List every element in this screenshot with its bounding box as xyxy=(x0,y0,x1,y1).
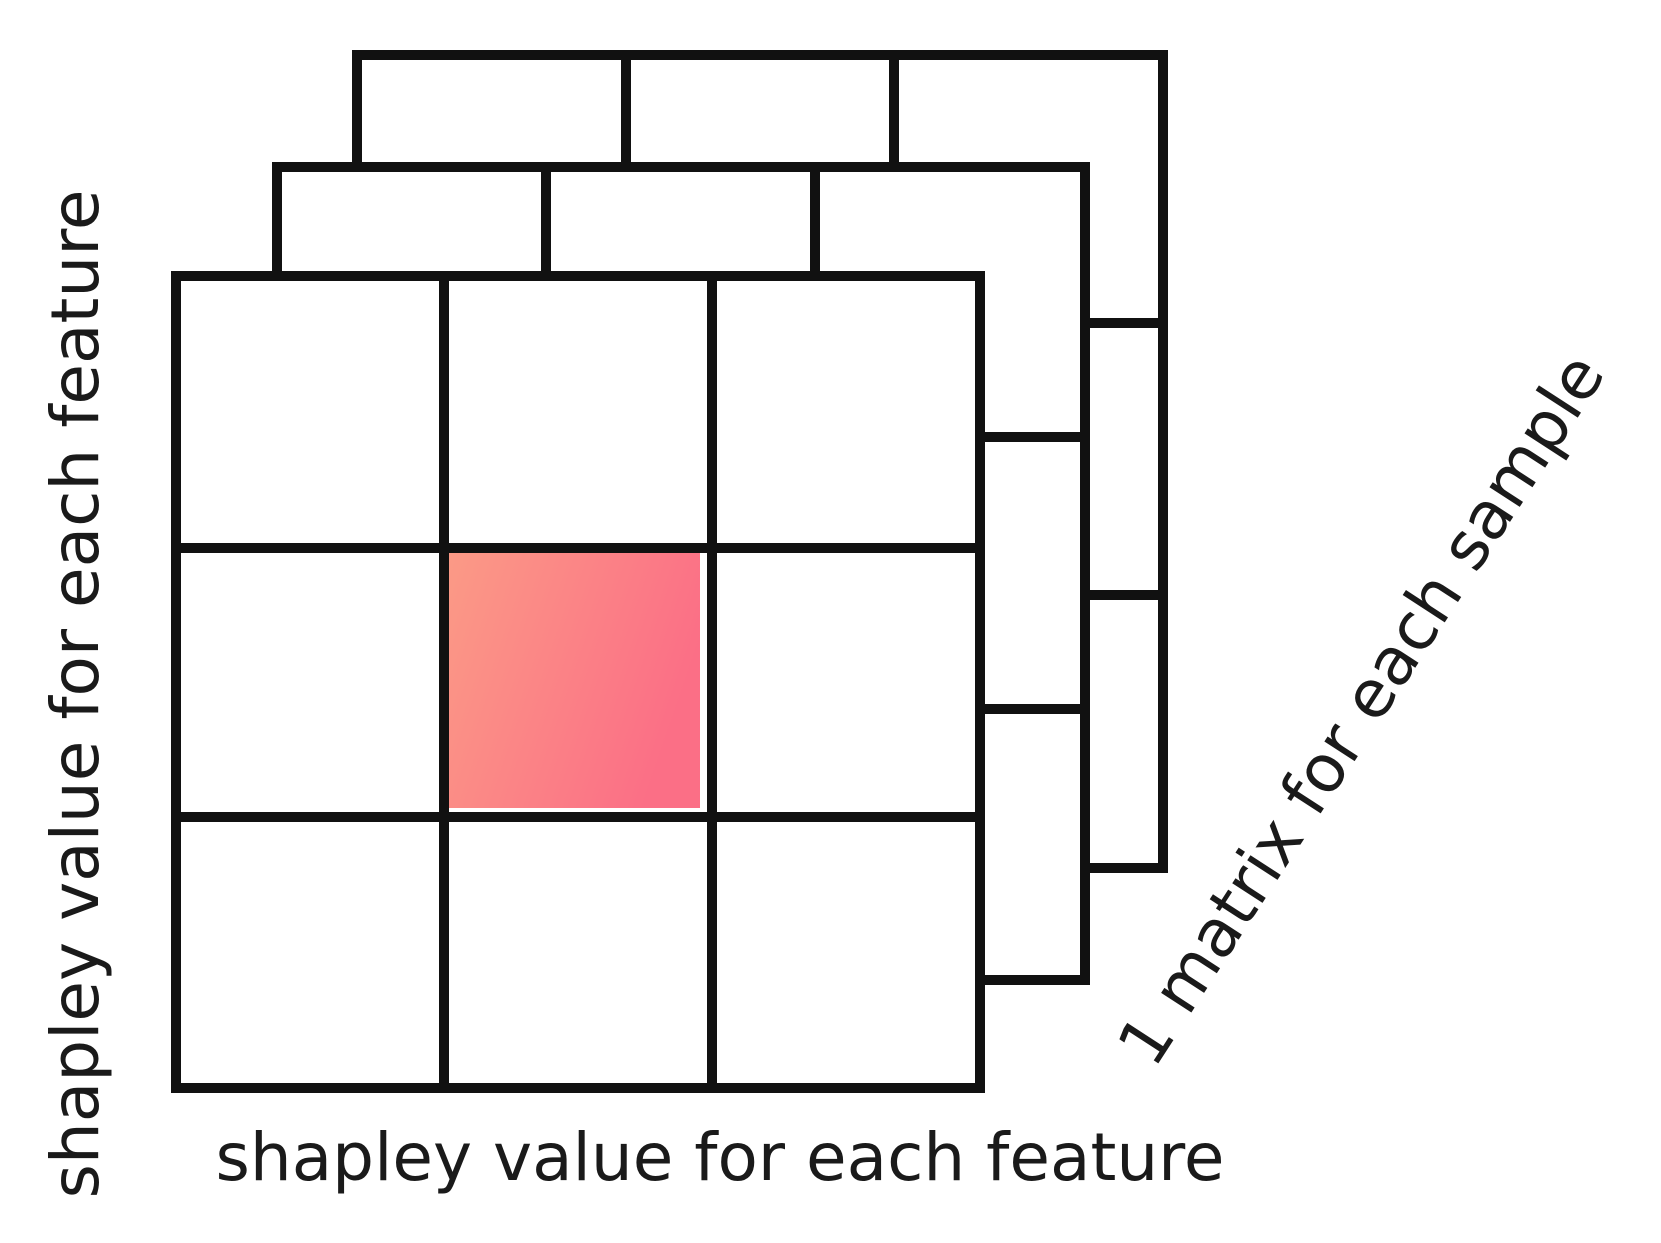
matrix-layer-back xyxy=(352,50,1168,873)
highlighted-cell xyxy=(449,552,700,808)
bottom-axis-label: shapley value for each feature xyxy=(216,1119,1225,1196)
left-axis-label: shapley value for each feature xyxy=(37,190,114,1199)
matrix-layer-front xyxy=(171,271,985,1093)
depth-axis-label: 1 matrix for each sample xyxy=(1103,340,1620,1079)
matrix-layer-back-outline xyxy=(352,50,1168,873)
matrix-layer-middle xyxy=(272,162,1090,985)
matrix-layer-middle-outline xyxy=(272,162,1090,985)
matrix-layer-front-outline xyxy=(171,271,985,1093)
